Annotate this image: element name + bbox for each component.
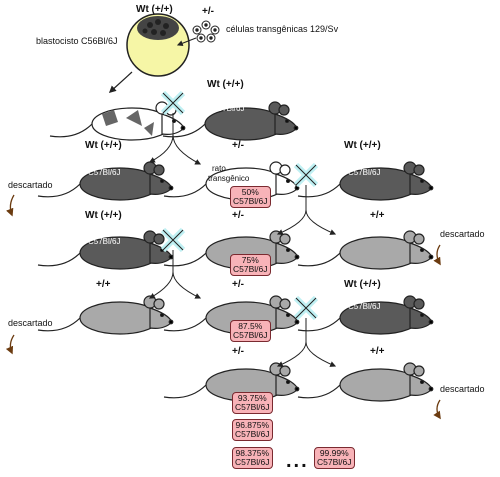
wt-label-1: Wt (+/+) — [207, 79, 244, 90]
percent-value: 93.75% — [237, 393, 267, 403]
percent-value: 99.99% — [319, 448, 349, 458]
ellipsis: ... — [286, 450, 309, 472]
cross-icon — [160, 90, 319, 321]
percent-tag-75: 75% C57Bl/6J — [230, 254, 271, 276]
het-label-9375: +/- — [232, 346, 244, 357]
wt-label-blastocyst: Wt (+/+) — [136, 4, 173, 15]
connector-lines — [148, 113, 337, 367]
percent-value: 50% — [241, 187, 259, 197]
percent-strain: C57Bl/6J — [233, 264, 268, 274]
transgenic-label-2: transgênico — [208, 174, 250, 183]
strain-label-5: C57Bl/6J — [348, 302, 381, 311]
discarded-label-1: descartado — [8, 180, 53, 190]
percent-strain: C57Bl/6J — [233, 330, 268, 340]
percent-tag-9999: 99.99% C57Bl/6J — [314, 447, 355, 469]
wt-label-3: Wt (+/+) — [344, 140, 381, 151]
percent-tag-98375: 98.375% C57Bl/6J — [232, 447, 273, 469]
het-label-founder: +/- — [232, 140, 244, 151]
het-label-cells: +/- — [202, 6, 214, 17]
hom-label-3: +/+ — [370, 346, 385, 357]
strain-label-1: C57Bl/6J — [212, 104, 245, 113]
percent-strain: C57Bl/6J — [233, 196, 268, 206]
percent-strain: C57Bl/6J — [235, 402, 270, 412]
percent-strain: C57Bl/6J — [235, 457, 270, 467]
wt-label-4: Wt (+/+) — [85, 210, 122, 221]
blastocyst-label: blastocisto C56Bl/6J — [36, 36, 118, 46]
chimera-mouse — [49, 101, 186, 141]
blastocyst-icon — [126, 13, 190, 77]
strain-label-2: C57Bl/6J — [88, 168, 121, 177]
discarded-label-4: descartado — [440, 384, 485, 394]
het-label-75: +/- — [232, 210, 244, 221]
het-label-875: +/- — [232, 279, 244, 290]
discarded-label-3: descartado — [8, 318, 53, 328]
percent-strain: C57Bl/6J — [317, 457, 352, 467]
percent-strain: C57Bl/6J — [235, 429, 270, 439]
hom-mouse-3 — [297, 362, 434, 402]
percent-tag-50: 50% C57Bl/6J — [230, 186, 271, 208]
percent-value: 98.375% — [235, 448, 270, 458]
strain-label-4: C57Bl/6J — [88, 237, 121, 246]
hom-mouse-2 — [37, 295, 174, 335]
percent-value: 87.5% — [238, 321, 263, 331]
cells-label: células transgênicas 129/Sv — [226, 24, 339, 34]
percent-value: 75% — [241, 255, 259, 265]
percent-tag-96875: 96.875% C57Bl/6J — [232, 419, 273, 441]
discarded-arrows — [5, 194, 441, 420]
hom-mouse-1 — [297, 230, 434, 270]
hom-label-2: +/+ — [96, 279, 111, 290]
wt-label-2: Wt (+/+) — [85, 140, 122, 151]
transgenic-cells-icon — [192, 20, 220, 43]
percent-tag-9375: 93.75% C57Bl/6J — [232, 392, 273, 414]
strain-label-3: C57Bl/6J — [348, 168, 381, 177]
wt-label-5: Wt (+/+) — [344, 279, 381, 290]
discarded-label-2: descartado — [440, 229, 485, 239]
percent-value: 96.875% — [235, 420, 270, 430]
transgenic-label-1: rato — [212, 164, 226, 173]
hom-label-1: +/+ — [370, 210, 385, 221]
percent-tag-875: 87.5% C57Bl/6J — [230, 320, 271, 342]
